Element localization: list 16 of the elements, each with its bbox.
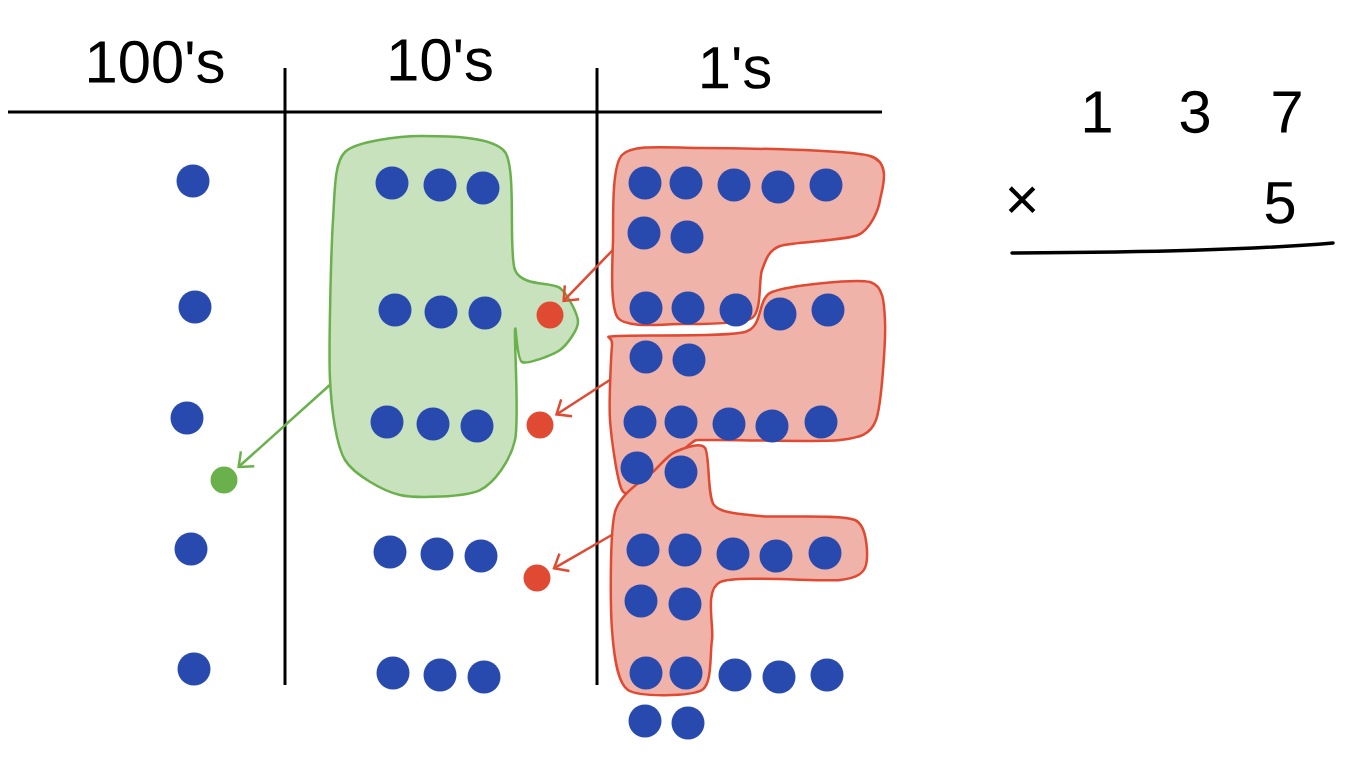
arrow bbox=[552, 533, 613, 573]
column-heading: 100's bbox=[89, 40, 224, 84]
digit: 1 bbox=[1084, 91, 1111, 133]
arrow bbox=[554, 378, 611, 418]
carried-dot bbox=[523, 564, 551, 592]
carried-dot bbox=[526, 411, 554, 439]
arrow bbox=[237, 384, 331, 469]
column-heading: 10's bbox=[390, 38, 492, 82]
digit: 7 bbox=[1273, 91, 1301, 133]
carried-dot bbox=[210, 466, 238, 494]
arrow bbox=[562, 249, 614, 303]
digit: 3 bbox=[1180, 90, 1209, 134]
column-heading: 1's bbox=[702, 47, 771, 89]
carried-dot bbox=[536, 301, 564, 329]
multiplication-sign: × bbox=[1008, 186, 1036, 214]
digit: 5 bbox=[1265, 182, 1295, 224]
